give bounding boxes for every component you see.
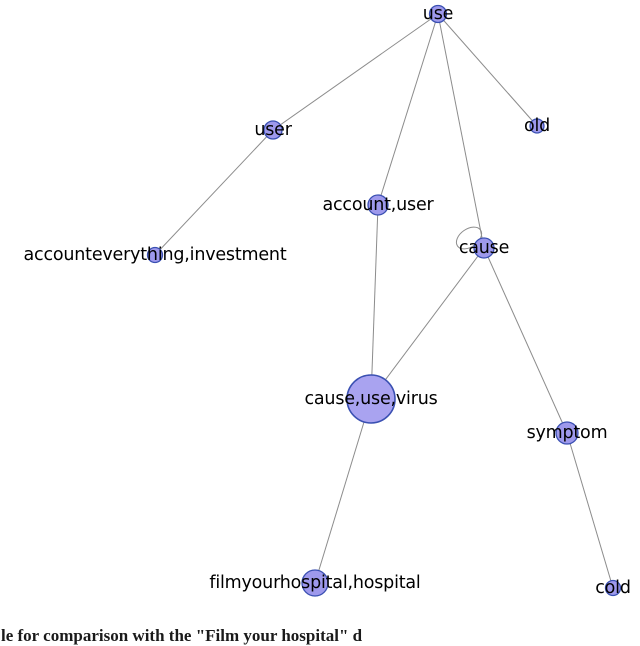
node-cold <box>604 579 622 597</box>
edge-use-user <box>272 13 439 131</box>
edge-cause-use-virus-filmyourhospital-hospital <box>314 398 372 584</box>
edge-use-account-user <box>377 13 439 206</box>
edge-user-accounteverything-investment <box>154 129 274 256</box>
node-filmyourhospital-hospital <box>301 569 329 597</box>
edge-use-cause <box>437 13 485 249</box>
node-cause <box>473 237 495 259</box>
node-cause-use-virus <box>346 374 396 424</box>
edge-account-user-cause-use-virus <box>370 204 379 400</box>
edge-cause-symptom <box>483 247 568 434</box>
edge-symptom-cold <box>566 432 614 589</box>
node-old <box>529 118 545 134</box>
node-use <box>428 4 448 24</box>
edge-use-old <box>437 13 538 127</box>
node-user <box>263 120 283 140</box>
figure-caption: le for comparison with the "Film your ho… <box>1 626 363 645</box>
node-account-user <box>367 194 389 216</box>
edge-cause-cause-use-virus <box>370 247 485 400</box>
node-accounteverything-investment <box>146 246 164 264</box>
node-symptom <box>555 421 579 445</box>
